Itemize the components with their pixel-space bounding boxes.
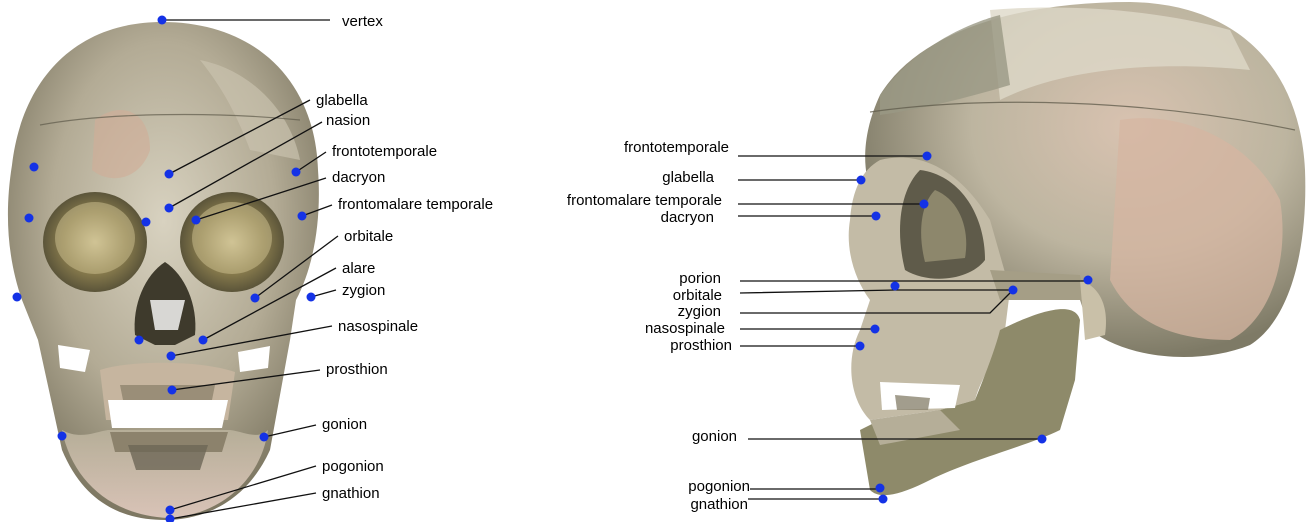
lateral-prosthion-label: prosthion <box>670 337 732 354</box>
lateral-pogonion-landmark-dot <box>876 484 885 493</box>
lateral-frontomalare-temporale-label: frontomalare temporale <box>567 192 722 209</box>
frontal-nasion-label: nasion <box>326 112 370 129</box>
lateral-frontotemporale-landmark-dot <box>923 152 932 161</box>
lateral-nasospinale-landmark-dot <box>871 325 880 334</box>
lateral-prosthion-landmark-dot <box>856 342 865 351</box>
frontal-dacryon-label: dacryon <box>332 169 385 186</box>
lateral-porion-label: porion <box>679 270 721 287</box>
lateral-nasospinale-label: nasospinale <box>645 320 725 337</box>
lateral-orbitale-label: orbitale <box>673 287 722 304</box>
lateral-gonion-label: gonion <box>692 428 737 445</box>
frontal-nasospinale-landmark-dot <box>167 352 176 361</box>
lateral-gonion-landmark-dot <box>1038 435 1047 444</box>
frontal-nasion-landmark-dot <box>165 204 174 213</box>
frontal-prosthion-label: prosthion <box>326 361 388 378</box>
frontal-dacryon-landmark-dot <box>192 216 201 225</box>
frontal-vertex-landmark-dot <box>158 16 167 25</box>
frontal-gonion-landmark-dot <box>260 433 269 442</box>
frontal-skull-image <box>8 22 319 520</box>
frontal-frontomalare-temporale-landmark-dot <box>298 212 307 221</box>
lateral-pogonion-label: pogonion <box>688 478 750 495</box>
frontal-frontotemporale-label: frontotemporale <box>332 143 437 160</box>
lateral-glabella-landmark-dot <box>857 176 866 185</box>
frontal-unlabeled-landmark-dot <box>58 432 67 441</box>
lateral-dacryon-landmark-dot <box>872 212 881 221</box>
lateral-zygion-landmark-dot <box>1009 286 1018 295</box>
frontal-pogonion-label: pogonion <box>322 458 384 475</box>
frontal-unlabeled-landmark-dot <box>135 336 144 345</box>
frontal-vertex-label: vertex <box>342 13 383 30</box>
frontal-frontotemporale-landmark-dot <box>292 168 301 177</box>
frontal-unlabeled-landmark-dot <box>142 218 151 227</box>
frontal-orbitale-label: orbitale <box>344 228 393 245</box>
frontal-zygion-landmark-dot <box>307 293 316 302</box>
frontal-glabella-landmark-dot <box>165 170 174 179</box>
lateral-zygion-label: zygion <box>678 303 721 320</box>
frontal-pogonion-landmark-dot <box>166 506 175 515</box>
frontal-zygion-label: zygion <box>342 282 385 299</box>
frontal-unlabeled-landmark-dot <box>30 163 39 172</box>
frontal-gonion-label: gonion <box>322 416 367 433</box>
frontal-unlabeled-landmark-dot <box>13 293 22 302</box>
frontal-gnathion-label: gnathion <box>322 485 380 502</box>
lateral-frontomalare-temporale-landmark-dot <box>920 200 929 209</box>
frontal-nasospinale-label: nasospinale <box>338 318 418 335</box>
lateral-dacryon-label: dacryon <box>661 209 714 226</box>
lateral-skull-image <box>849 2 1306 495</box>
frontal-prosthion-landmark-dot <box>168 386 177 395</box>
lateral-glabella-label: glabella <box>662 169 714 186</box>
frontal-orbitale-landmark-dot <box>251 294 260 303</box>
frontal-alare-landmark-dot <box>199 336 208 345</box>
frontal-unlabeled-landmark-dot <box>25 214 34 223</box>
frontal-alare-label: alare <box>342 260 375 277</box>
lateral-gnathion-landmark-dot <box>879 495 888 504</box>
lateral-frontotemporale-label: frontotemporale <box>624 139 729 156</box>
lateral-orbitale-landmark-dot <box>891 282 900 291</box>
lateral-porion-landmark-dot <box>1084 276 1093 285</box>
frontal-glabella-label: glabella <box>316 92 368 109</box>
frontal-frontomalare-temporale-label: frontomalare temporale <box>338 196 493 213</box>
lateral-gnathion-label: gnathion <box>690 496 748 513</box>
